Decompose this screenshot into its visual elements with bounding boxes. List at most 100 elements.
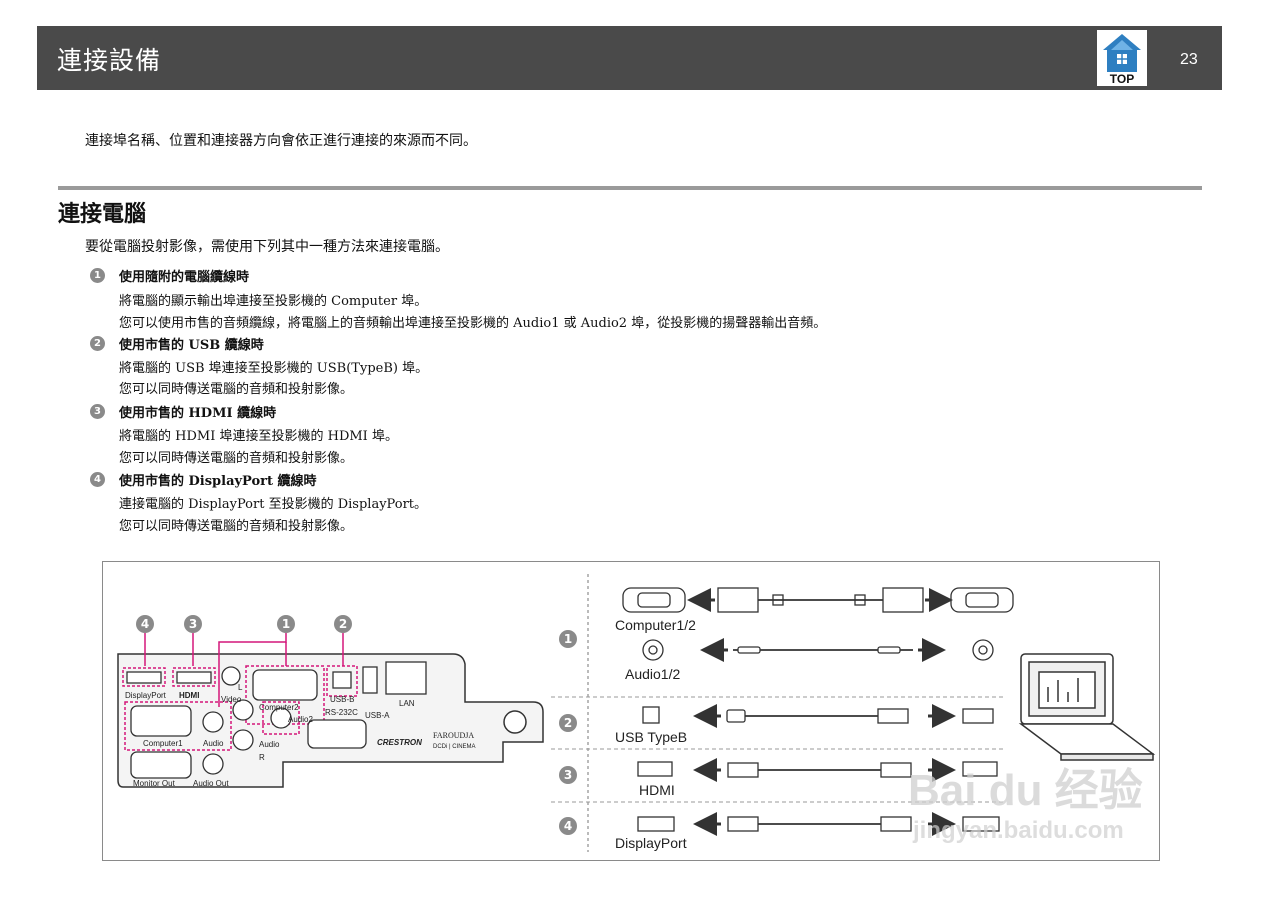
row-2-badge <box>559 714 577 732</box>
label-monitor-out: Monitor Out <box>133 779 176 788</box>
usb-b-port <box>332 671 352 689</box>
hdmi-icon <box>637 761 673 777</box>
label-displayport: DisplayPort <box>125 691 167 700</box>
row-label-usb: USB TypeB <box>615 729 687 745</box>
hdmi-port <box>176 671 212 684</box>
method-line: 將電腦的顯示輸出埠連接至投影機的 Computer 埠。 <box>119 294 428 309</box>
label-usb-a: USB-A <box>365 711 390 720</box>
usb-a-port <box>362 666 378 694</box>
method-heading-4: 4 使用市售的 DisplayPort 纜線時 <box>90 470 317 489</box>
audio-r-jack <box>232 729 254 751</box>
callout-3-badge <box>184 615 202 633</box>
method-line: 您可以使用市售的音頻纜線，將電腦上的音頻輸出埠連接至投影機的 Audio1 或 … <box>119 316 827 331</box>
label-l: L <box>238 683 243 692</box>
displayport-icon <box>637 816 675 832</box>
audio1-jack <box>202 711 224 733</box>
label-video: Video <box>221 695 242 704</box>
callout-1-badge <box>277 615 295 633</box>
laptop-icon <box>1018 653 1156 761</box>
house-icon: TOP <box>1097 30 1147 86</box>
row-marker-1: 1 <box>564 632 572 646</box>
connection-diagram: 4 3 1 2 <box>102 561 1160 861</box>
watermark: Bai du 经验 jingyan.baidu.com <box>908 766 1143 844</box>
marker-3: 3 <box>90 404 105 419</box>
row-marker-3: 3 <box>564 768 572 782</box>
section-lead: 要從電腦投射影像，需使用下列其中一種方法來連接電腦。 <box>85 239 449 255</box>
label-usb-b: USB-B <box>330 695 354 704</box>
method-heading-text: 使用隨附的電腦纜線時 <box>119 270 250 285</box>
monitor-out-port <box>130 751 192 779</box>
callout-3: 3 <box>189 617 197 631</box>
computer2-port <box>252 669 318 701</box>
vga-plug-icon <box>882 587 924 613</box>
method-line: 您可以同時傳送電腦的音頻和投射影像。 <box>119 519 354 534</box>
method-line: 將電腦的 USB 埠連接至投影機的 USB(TypeB) 埠。 <box>119 361 429 376</box>
method-heading-2: 2 使用市售的 USB 纜線時 <box>90 334 264 353</box>
label-audio2: Audio2 <box>288 715 313 724</box>
label-crestron: CRESTRON <box>377 738 422 747</box>
audio-out-jack <box>202 753 224 775</box>
label-rs232c: RS-232C <box>325 708 358 717</box>
row-label-audio: Audio1/2 <box>625 666 680 682</box>
intro-text: 連接埠名稱、位置和連接器方向會依正進行連接的來源而不同。 <box>85 133 477 149</box>
lan-port <box>385 661 427 695</box>
section-divider <box>58 186 1202 190</box>
method-heading-3: 3 使用市售的 HDMI 纜線時 <box>90 402 276 421</box>
marker-4: 4 <box>90 472 105 487</box>
row-marker-2: 2 <box>564 716 572 730</box>
marker-2: 2 <box>90 336 105 351</box>
audio2-jack <box>270 707 292 729</box>
method-line: 您可以同時傳送電腦的音頻和投射影像。 <box>119 382 354 397</box>
callout-2-badge <box>334 615 352 633</box>
method-heading-1: 1 使用隨附的電腦纜線時 <box>90 266 249 285</box>
callout-4-badge <box>136 615 154 633</box>
row-label-hdmi: HDMI <box>639 782 675 798</box>
row-4-badge <box>559 817 577 835</box>
connection-diagram-svg: 4 3 1 2 <box>117 574 1156 852</box>
watermark-logo: Bai du 经验 <box>908 766 1143 815</box>
rs232c-port <box>307 719 367 749</box>
label-faroudja: FAROUDJA <box>433 731 474 740</box>
label-r: R <box>259 753 265 762</box>
usb-b-icon <box>642 706 660 724</box>
row-label-displayport: DisplayPort <box>615 835 687 851</box>
label-audio-lr: Audio <box>259 740 280 749</box>
label-audio: Audio <box>203 739 224 748</box>
method-line: 將電腦的 HDMI 埠連接至投影機的 HDMI 埠。 <box>119 429 398 444</box>
hdmi-icon <box>962 761 998 777</box>
displayport-icon <box>962 816 1000 832</box>
method-line: 您可以同時傳送電腦的音頻和投射影像。 <box>119 451 354 466</box>
displayport-port <box>126 671 162 684</box>
top-button[interactable]: TOP <box>1097 30 1147 86</box>
section-title: 連接電腦 <box>58 202 147 227</box>
watermark-url: jingyan.baidu.com <box>912 817 1124 844</box>
audio-l-jack <box>232 699 254 721</box>
label-computer1: Computer1 <box>143 739 183 748</box>
page-header: 連接設備 TOP 23 <box>37 26 1222 90</box>
method-heading-text: 使用市售的 HDMI 纜線時 <box>119 406 277 421</box>
row-3-badge <box>559 766 577 784</box>
usb-a-icon <box>962 708 994 724</box>
page-title: 連接設備 <box>57 46 162 75</box>
vga-plug-icon <box>717 587 759 613</box>
computer1-port <box>130 705 192 737</box>
label-faroudja-sub: DCDi | CINEMA <box>433 744 476 750</box>
top-label: TOP <box>1110 72 1134 86</box>
marker-1: 1 <box>90 268 105 283</box>
video-jack <box>221 666 241 686</box>
callout-4: 4 <box>141 617 149 631</box>
method-heading-text: 使用市售的 USB 纜線時 <box>119 338 264 353</box>
callout-2: 2 <box>339 617 347 631</box>
label-lan: LAN <box>399 699 415 708</box>
method-heading-text: 使用市售的 DisplayPort 纜線時 <box>119 474 317 489</box>
panel-screw <box>503 710 527 734</box>
label-computer2: Computer2 <box>259 703 299 712</box>
method-line: 連接電腦的 DisplayPort 至投影機的 DisplayPort。 <box>119 497 428 512</box>
callout-1: 1 <box>282 617 290 631</box>
page-number: 23 <box>1180 51 1198 68</box>
row-label-computer: Computer1/2 <box>615 617 696 633</box>
row-1-badge <box>559 630 577 648</box>
row-marker-4: 4 <box>564 819 572 833</box>
label-audio-out: Audio Out <box>193 779 229 788</box>
label-hdmi: HDMI <box>179 691 199 700</box>
